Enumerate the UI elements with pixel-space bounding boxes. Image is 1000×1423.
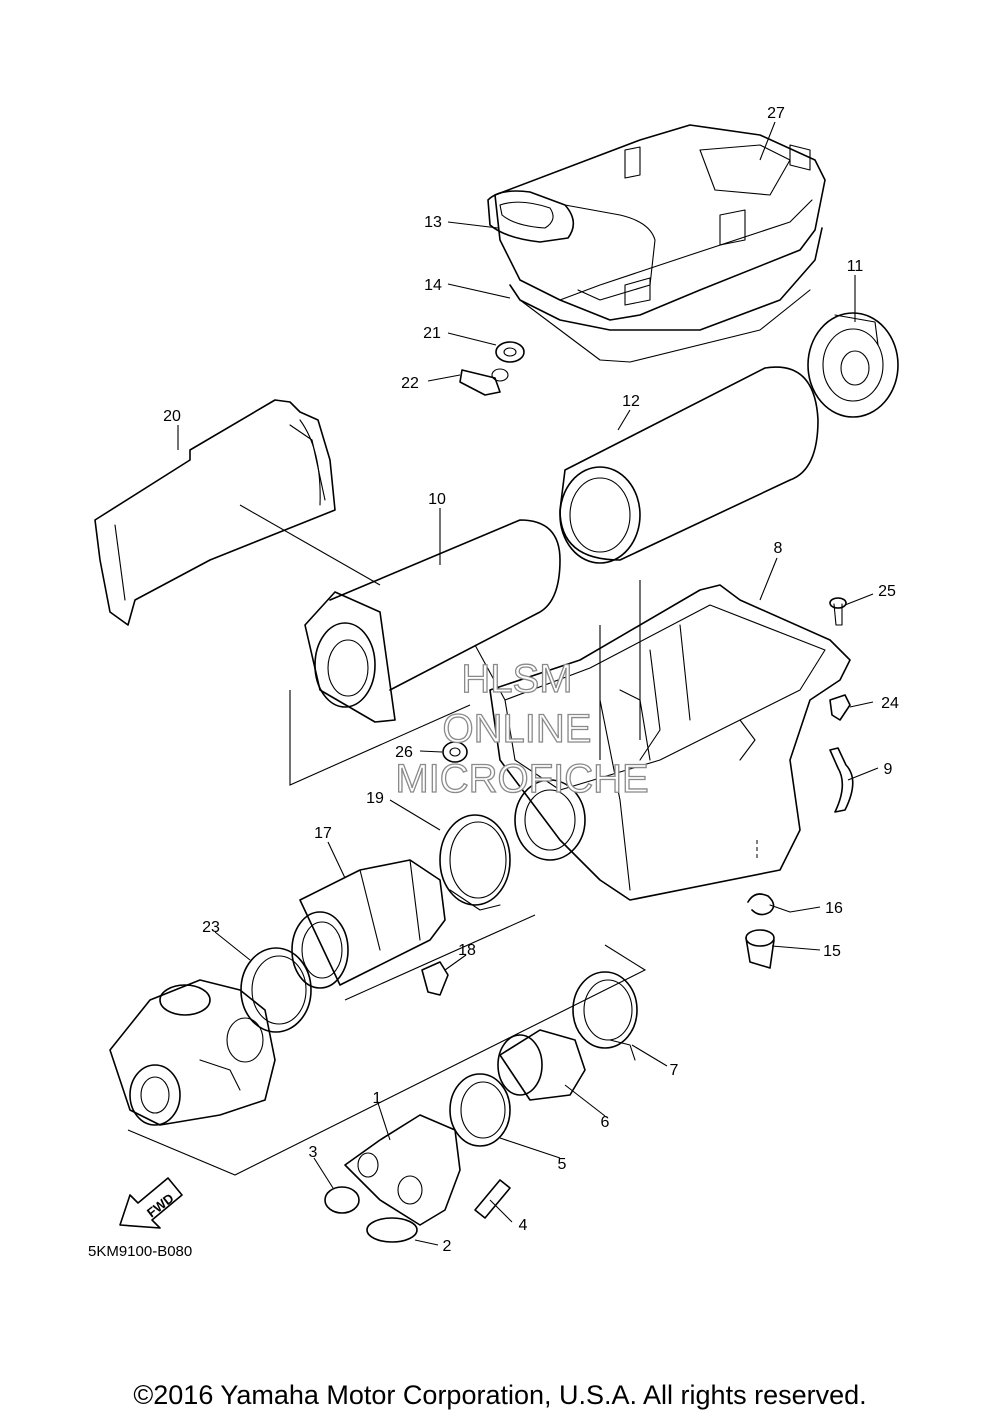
callout-22: 22 (401, 375, 419, 392)
callout-26: 26 (395, 744, 413, 761)
callout-25: 25 (878, 583, 896, 600)
heat-shield-20 (94, 399, 336, 626)
callout-leaders (177, 121, 879, 1246)
callout-numbers: 27 13 14 21 22 11 12 20 10 8 25 24 9 26 … (163, 105, 899, 1255)
elbow-18 (421, 961, 449, 996)
callout-23: 23 (202, 919, 220, 936)
filter-element-12 (559, 366, 819, 564)
band-7 (572, 971, 638, 1061)
bolt-4 (474, 1179, 511, 1219)
callout-11: 11 (847, 258, 864, 275)
callout-2: 2 (443, 1238, 452, 1255)
callout-17: 17 (314, 825, 332, 842)
callout-19: 19 (366, 790, 384, 807)
callout-21: 21 (423, 325, 441, 342)
callout-7: 7 (670, 1062, 679, 1079)
joint-6 (497, 1029, 586, 1101)
clip-24 (829, 694, 851, 721)
airbox-body-8 (489, 584, 851, 901)
callout-18: 18 (458, 942, 476, 959)
callout-14: 14 (424, 277, 442, 294)
grommet-26 (442, 741, 468, 763)
callout-20: 20 (163, 408, 181, 425)
watermark-line-1: HLSM (461, 657, 572, 701)
filter-10 (304, 519, 561, 723)
o-ring-3 (324, 1186, 360, 1214)
screw-25 (829, 597, 847, 626)
clamp-9 (829, 747, 854, 813)
callout-12: 12 (622, 393, 640, 410)
callout-3: 3 (309, 1144, 318, 1161)
holder-15 (745, 929, 775, 969)
callout-1: 1 (373, 1090, 382, 1107)
grommet-21 (495, 341, 525, 363)
end-cap-11 (807, 312, 899, 418)
part-code: 5KM9100-B080 (88, 1243, 192, 1260)
watermark-line-2: ONLINE (443, 707, 592, 751)
copyright-notice: ©2016 Yamaha Motor Corporation, U.S.A. A… (133, 1380, 867, 1410)
manifold-1 (344, 1114, 461, 1226)
callout-16: 16 (825, 900, 843, 917)
o-ring-2 (366, 1217, 418, 1243)
callout-15: 15 (823, 943, 841, 960)
callout-5: 5 (558, 1156, 567, 1173)
callout-4: 4 (519, 1217, 528, 1234)
callout-24: 24 (881, 695, 899, 712)
spring-16 (747, 893, 791, 916)
carburetor (109, 979, 276, 1126)
watermark-line-3: MICROFICHE (395, 757, 648, 801)
elbow-22 (459, 368, 509, 396)
callout-9: 9 (884, 761, 893, 778)
assembly-lines (127, 504, 758, 1176)
fwd-arrow: FWD (119, 1177, 183, 1229)
joint-17 (291, 859, 446, 989)
callout-8: 8 (774, 540, 783, 557)
callout-13: 13 (424, 214, 442, 231)
callout-6: 6 (601, 1114, 610, 1131)
band-5 (449, 1073, 511, 1147)
callout-27: 27 (767, 105, 785, 122)
band-19 (439, 814, 511, 911)
callout-10: 10 (428, 491, 446, 508)
watermark: HLSM ONLINE MICROFICHE (395, 656, 650, 801)
airbox-cover (487, 124, 826, 363)
